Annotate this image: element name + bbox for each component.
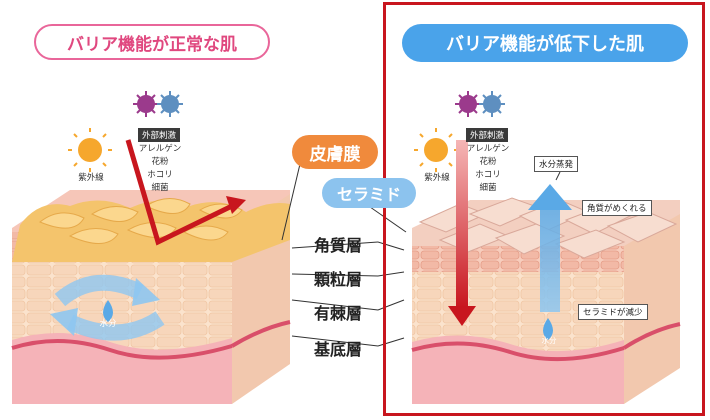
irritant-item: 花粉: [479, 157, 497, 167]
sun-icon: [68, 128, 112, 172]
irritant-item: アレルゲン: [138, 144, 182, 154]
ceramide-decrease-label: セラミドが減少: [578, 304, 648, 320]
irritant-list: アレルゲン 花粉 ホコリ 細菌: [136, 143, 184, 195]
leader-line: [555, 171, 561, 181]
uv-label: 紫外線: [424, 173, 450, 183]
germ-icon: [133, 91, 183, 117]
irritant-item: ホコリ: [475, 170, 501, 180]
skin-membrane-label: 皮膚膜: [292, 135, 378, 169]
weak-skin-title: バリア機能が低下した肌: [402, 24, 688, 62]
uv-label: 紫外線: [78, 173, 104, 183]
external-stimulus-tag: 外部刺激: [466, 128, 509, 142]
bounce-arrow: [125, 139, 246, 246]
layer-stratum-basale: 基底層: [313, 340, 362, 359]
germ-icon: [455, 91, 505, 117]
peeling-label: 角質がめくれる: [582, 200, 652, 216]
water-label: 水分: [541, 336, 557, 345]
normal-skin-title: バリア機能が正常な肌: [34, 24, 270, 60]
external-stimulus-tag: 外部刺激: [138, 128, 181, 142]
sun-icon: [414, 128, 458, 172]
layer-stratum-granulosum: 顆粒層: [313, 270, 362, 289]
irritant-item: 細菌: [151, 183, 169, 193]
irritant-item: 花粉: [151, 157, 169, 167]
water-drop-icon: [543, 318, 553, 340]
penetration-arrow: [448, 140, 476, 326]
irritant-item: 細菌: [479, 183, 497, 193]
layer-stratum-corneum: 角質層: [313, 236, 362, 255]
evaporation-arrow: [528, 184, 572, 312]
irritant-item: ホコリ: [147, 170, 173, 180]
irritant-list: アレルゲン 花粉 ホコリ 細菌: [464, 143, 512, 195]
highlight-frame: [383, 2, 705, 416]
water-label: 水分: [99, 319, 117, 329]
irritant-item: アレルゲン: [466, 144, 510, 154]
layer-stratum-spinosum: 有棘層: [313, 304, 362, 323]
ceramide-label: セラミド: [322, 178, 416, 208]
evaporation-label: 水分蒸発: [534, 156, 579, 172]
